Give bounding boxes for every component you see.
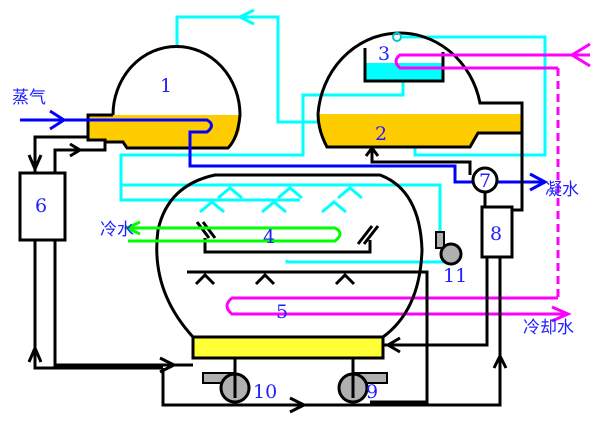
label-10: 10 [253,381,277,403]
label-1: 1 [160,75,172,97]
nozzle-icon [392,32,402,42]
label-5: 5 [276,301,288,323]
tank-8: 8 [480,205,514,259]
label-3: 3 [378,43,390,65]
cold-water-label: 冷水 [100,220,134,240]
pump-10: 10 [202,372,277,404]
condensate-label: 凝水 [545,180,579,200]
vessel-2: 2 [316,31,524,149]
cooling-water-lines: 5 冷却水 [225,42,591,338]
label-6: 6 [35,195,47,217]
cooling-water-label: 冷却水 [523,318,574,338]
main-vessel [155,173,429,404]
label-7: 7 [479,170,491,192]
label-8: 8 [490,223,502,245]
pump-9: 9 [337,372,388,404]
vessel-1: 1 [86,44,242,150]
label-11: 11 [443,265,467,287]
vacuum-pump-11: 11 [435,231,467,287]
label-4: 4 [263,226,275,248]
label-9: 9 [366,381,378,403]
steam-lines: 蒸气 凝水 [12,88,579,200]
trap-7: 7 [471,166,499,194]
label-2: 2 [375,123,387,145]
cold-water-coil-4: 冷水 4 [100,220,342,248]
spray-nozzles [199,186,363,214]
preheater-6: 6 [18,171,67,242]
steam-label: 蒸气 [12,88,46,108]
